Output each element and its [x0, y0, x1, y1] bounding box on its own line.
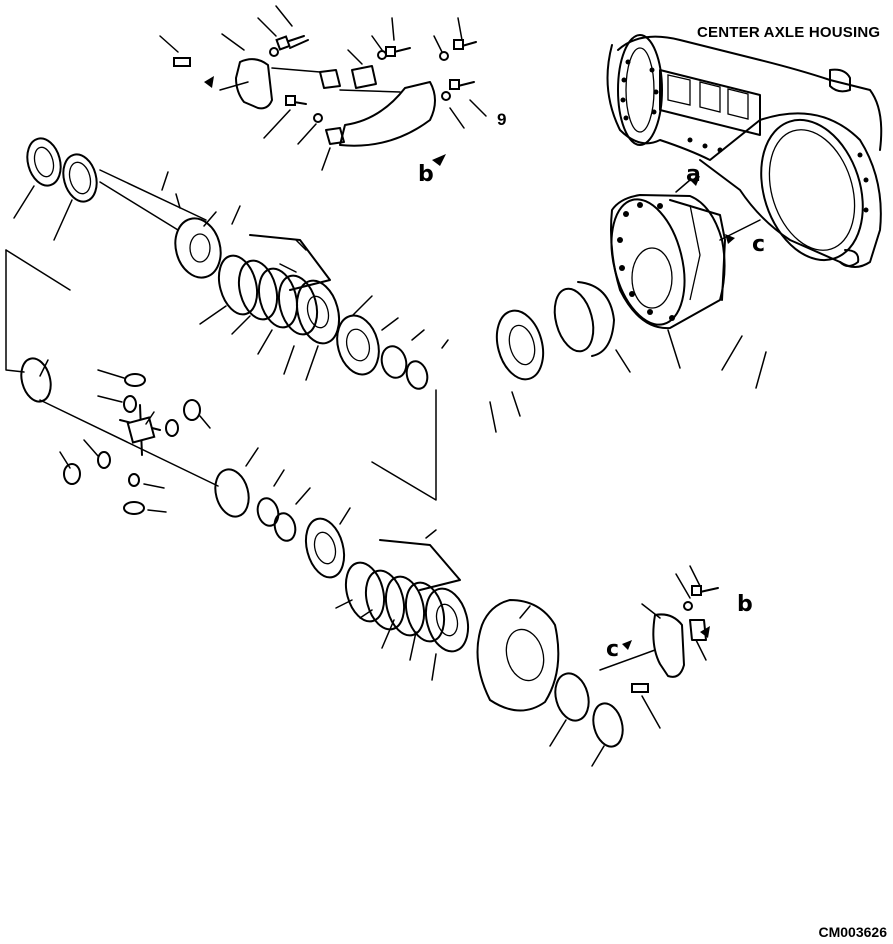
diagram-title: CENTER AXLE HOUSING — [697, 24, 881, 41]
ref-letter-c-lower: c — [606, 637, 620, 662]
ref-letter-c-right: c — [752, 232, 766, 257]
callout-lines — [5, 5, 767, 767]
direction-arrows — [204, 76, 735, 650]
item-number-label: 9 — [497, 110, 507, 129]
bolt — [385, 46, 411, 57]
ref-letter-b-upper: b — [418, 162, 434, 187]
lower-bearing-cap — [631, 585, 719, 693]
carrier-seal-plates — [495, 281, 615, 381]
left-bearing-group — [26, 137, 98, 203]
bolt — [449, 79, 475, 90]
bolt — [275, 35, 309, 51]
drawing-code: CM003626 — [818, 924, 888, 940]
center-axle-housing — [606, 34, 883, 268]
ref-letter-b-lower: b — [737, 592, 753, 617]
spider-gear-set — [20, 357, 201, 515]
upper-bearing-cap-group — [173, 35, 477, 147]
differential-carrier — [610, 194, 726, 330]
lower-clutch-pack — [214, 468, 624, 748]
upper-clutch-pack — [174, 217, 429, 390]
bolt — [285, 95, 307, 106]
bolt — [453, 39, 477, 50]
